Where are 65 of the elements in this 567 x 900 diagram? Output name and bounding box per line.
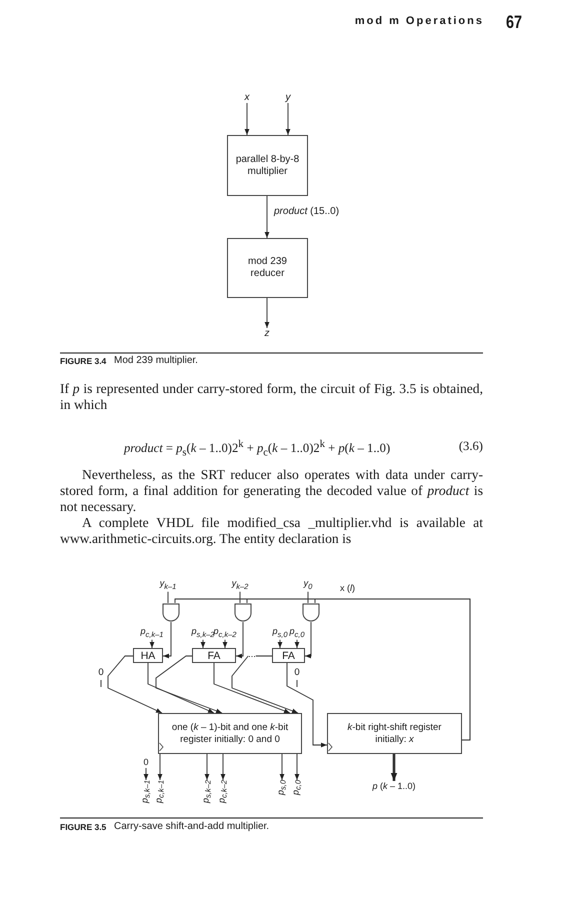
input-label: y$_{k–2}$ (232, 578, 248, 592)
equation: product = p$_{s}$(k – 1..0)2$^{k}$ + p$_{c}$(k – 1..0)2$^{k}$ + p(k – 1..0) (124, 439, 390, 459)
figure-number: FIGURE 3.5 (60, 822, 106, 832)
arrow (390, 754, 398, 781)
wire (232, 656, 298, 714)
ellipsis-label: ... (248, 649, 256, 660)
arrow (220, 754, 226, 780)
wire (236, 622, 244, 658)
register-box: k-bit right-shift register initially: x (327, 713, 462, 754)
wire (304, 622, 312, 658)
full-adder-box: FA (192, 648, 236, 663)
output-label: p (k – 1..0) (372, 781, 416, 792)
wire (214, 662, 290, 714)
edge-label: product (15..0) (274, 206, 340, 217)
arrow (264, 196, 270, 238)
arrow (150, 639, 154, 648)
arrow (294, 754, 300, 780)
wire (162, 622, 172, 658)
arrow (280, 754, 284, 780)
arrow (200, 639, 206, 648)
input-label: x (244, 92, 250, 103)
input-label: y$_{k–1}$ (160, 578, 176, 592)
and-gate-symbol (162, 603, 180, 622)
arrow (264, 298, 270, 328)
arrow (294, 639, 300, 648)
signal-label: p$_{c,k–1}$ (140, 626, 164, 640)
running-header: mod m Operations (354, 15, 484, 27)
arrow (278, 639, 282, 648)
page-number: 67 (506, 12, 522, 33)
figure-number: FIGURE 3.4 (60, 356, 106, 366)
signal-label: p$_{s,k–2}$ (192, 626, 214, 640)
figure-caption: Mod 239 multiplier. (114, 355, 198, 366)
body-paragraph: If p is represented under carry-stored form, the circuit of Fig. 3.5 is obtained, in which (60, 381, 483, 413)
process-box: mod 239 reducer (227, 238, 308, 298)
wire (148, 662, 214, 714)
edge-label: x (l) (340, 583, 355, 594)
constant-label: 0 (98, 667, 104, 678)
body-paragraph: Nevertheless, as the SRT reducer also operates with data under carry-stored form, a final addition for generating the decoded value of product is not necessary. (60, 467, 483, 515)
wire (156, 656, 222, 714)
process-box: parallel 8-by-8 multiplier (227, 135, 308, 196)
constant-label: 0 (144, 757, 148, 768)
arrow (286, 102, 290, 136)
figure-caption: Carry-save shift-and-add multiplier. (114, 821, 270, 832)
arrow (222, 639, 228, 648)
input-label: y (286, 92, 290, 103)
arrow (144, 768, 148, 780)
output-label: z (264, 328, 270, 339)
wire (108, 656, 162, 714)
arrow (204, 754, 210, 780)
and-gate-symbol (302, 603, 320, 622)
wire (314, 598, 470, 740)
half-adder-box: HA (133, 648, 163, 663)
signal-label: p$_{s,0}$ (272, 626, 288, 640)
constant-label: 0 (294, 667, 300, 678)
input-label: y$_{0}$ (304, 578, 312, 592)
register-box: one (k – 1)-bit and one k-bit register initially: 0 and 0 (158, 713, 302, 754)
signal-label: p$_{c,k–2}$ (214, 626, 236, 640)
signal-label: p$_{c,0}$ (289, 626, 305, 640)
equation-number: (3.6) (458, 439, 483, 454)
full-adder-box: FA (272, 648, 305, 663)
body-paragraph: A complete VHDL file modified_csa _multiplier.vhd is available at www.arithmetic-circuits.org. The entity declaration is (60, 515, 483, 547)
arrow (158, 754, 162, 780)
and-gate-symbol (234, 603, 252, 622)
wire (286, 662, 328, 748)
arrow (244, 102, 250, 136)
